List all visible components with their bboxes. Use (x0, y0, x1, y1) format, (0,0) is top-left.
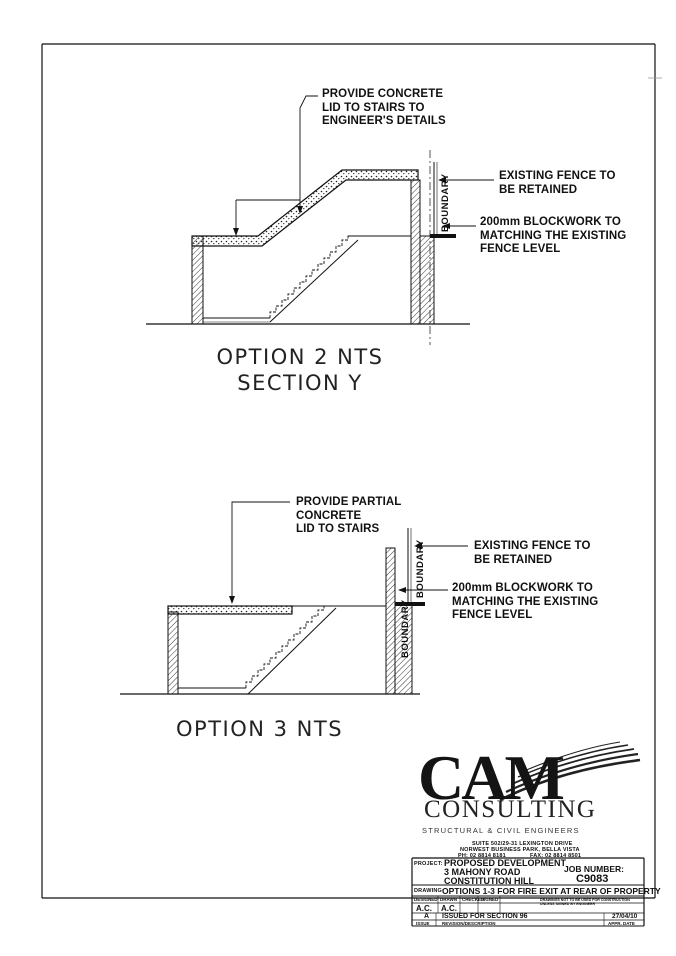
option2-fence-note-line: EXISTING FENCE TO (499, 170, 616, 182)
option3-lid-note-line: PROVIDE PARTIAL (296, 496, 402, 508)
approval-date-label: APPR. DATE (608, 920, 635, 926)
drawn-label: DRAWN (440, 897, 457, 902)
project-details: PROPOSED DEVELOPMENT 3 MAHONY ROAD CONST… (444, 859, 566, 886)
address-phone: PH: 02 8814 8181 (458, 853, 506, 859)
option3-lid-note-line: LID TO STAIRS (296, 523, 380, 535)
option2-lid-note-line: LID TO STAIRS TO (322, 101, 425, 114)
construction-disclaimer: DRAWINGS NOT TO BE USED FOR CONSTRUCTION… (540, 898, 630, 907)
title-block-grid (411, 857, 645, 927)
option2-caption-title: OPTION 2 NTS (216, 345, 384, 369)
option2-lid-note: PROVIDE CONCRETE LID TO STAIRS TO ENGINE… (322, 88, 446, 129)
address-line-2: NORWEST BUSINESS PARK, BELLA VISTA (460, 847, 580, 853)
option2-blockwork-note-line: MATCHING THE EXISTING (480, 229, 627, 242)
option3-boundary-label-lower: BOUNDARY (400, 599, 411, 658)
option3-blockwork-note-line: FENCE LEVEL (452, 609, 533, 621)
option2-blockwork-note-line: FENCE LEVEL (480, 243, 561, 255)
address-line-1: SUITE 502/29-31 LEXINGTON DRIVE (472, 841, 573, 847)
address-fax: FAX: 02 8814 8501 (530, 853, 582, 859)
logo-swoosh-graphic (499, 741, 641, 802)
option3-section-drawing (120, 501, 468, 695)
option2-boundary-label: BOUNDARY (440, 173, 451, 232)
option3-boundary-label-upper: BOUNDARY (415, 539, 426, 598)
job-number: C9083 (576, 873, 609, 885)
option2-section-drawing (146, 95, 494, 345)
revision-date: 27/04/10 (612, 913, 638, 920)
option2-blockwork-note: 200mm BLOCKWORK TO MATCHING THE EXISTING… (480, 216, 626, 257)
revision-code: A (424, 913, 430, 920)
option3-blockwork-note-line: MATCHING THE EXISTING (452, 595, 599, 608)
option2-lid-note-line: ENGINEER'S DETAILS (322, 115, 446, 127)
designed-by: A.C. (416, 904, 432, 913)
company-tagline: STRUCTURAL & CIVIL ENGINEERS (422, 826, 580, 835)
checked-label: CHECKED (462, 897, 485, 902)
option3-fence-note-line: BE RETAINED (474, 553, 553, 566)
option3-fence-note: EXISTING FENCE TO BE RETAINED (474, 540, 591, 567)
option2-caption-subtitle: SECTION Y (237, 371, 363, 395)
project-line: 3 MAHONY ROAD (444, 867, 521, 877)
option2-blockwork-note-line: 200mm BLOCKWORK TO (480, 216, 621, 228)
job-number-label: JOB NUMBER: (564, 864, 624, 874)
option3-fence-note-line: EXISTING FENCE TO (474, 540, 591, 552)
issue-label: ISSUE (416, 920, 430, 926)
project-label: PROJECT: (414, 861, 443, 867)
drawing-title: OPTIONS 1-3 FOR FIRE EXIT AT REAR OF PRO… (442, 886, 661, 896)
company-logo-consulting: CONSULTING (424, 796, 597, 823)
option3-blockwork-note-line: 200mm BLOCKWORK TO (452, 582, 593, 594)
designed-label: DESIGNED (414, 897, 438, 902)
sheet-border (41, 43, 662, 899)
project-line: PROPOSED DEVELOPMENT (444, 858, 567, 868)
revision-description-label: REVISION/DESCRIPTION (442, 920, 496, 926)
project-line: CONSTITUTION HILL (444, 876, 534, 886)
option3-blockwork-note: 200mm BLOCKWORK TO MATCHING THE EXISTING… (452, 582, 598, 623)
company-logo-name: CAM (418, 742, 565, 813)
option2-caption: OPTION 2 NTS SECTION Y (200, 344, 400, 396)
option3-lid-note-line: CONCRETE (296, 509, 362, 522)
signed-label: SIGNED (481, 897, 499, 902)
option3-caption: OPTION 3 NTS (176, 717, 344, 741)
option2-lid-note-line: PROVIDE CONCRETE (322, 88, 444, 100)
option2-fence-note: EXISTING FENCE TO BE RETAINED (499, 170, 616, 197)
option3-lid-note: PROVIDE PARTIAL CONCRETE LID TO STAIRS (296, 496, 401, 537)
drawing-label: DRAWING: (414, 888, 445, 894)
drawn-by: A.C. (441, 904, 457, 913)
revision-description: ISSUED FOR SECTION 96 (442, 913, 528, 920)
option2-fence-note-line: BE RETAINED (499, 183, 578, 196)
